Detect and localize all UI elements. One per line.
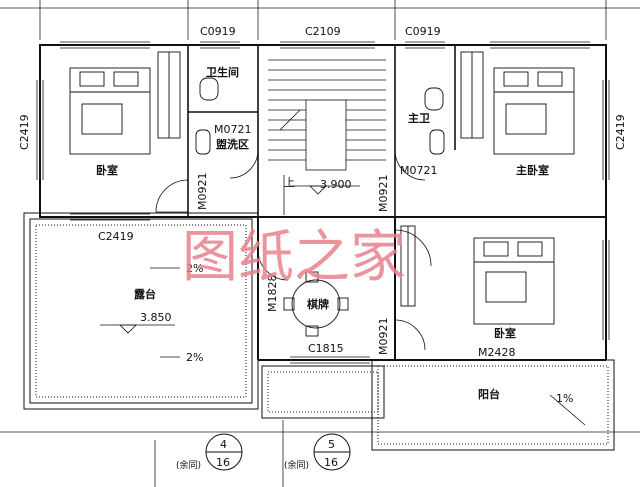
- axis-5-sheet: 16: [324, 456, 338, 469]
- door-wc-right: M0721: [400, 164, 438, 177]
- window-top-mid: C2109: [305, 25, 341, 38]
- bed-lower: [473, 237, 555, 325]
- axis-5-number: 5: [328, 438, 335, 451]
- room-bedroom-left: 卧室: [96, 163, 118, 177]
- slope-terrace-bottom: 2%: [186, 351, 203, 364]
- sink-right: [429, 129, 445, 155]
- room-bedroom-lower: 卧室: [494, 326, 516, 340]
- window-left-lower: C2419: [98, 230, 134, 243]
- staircase: [268, 59, 386, 215]
- axis-5-note: (余同): [284, 459, 309, 471]
- bed-master: [493, 67, 575, 155]
- room-mahjong: 棋牌: [306, 297, 329, 311]
- watermark-text: 图纸之家: [182, 225, 406, 290]
- level-markers: [100, 185, 586, 426]
- axis-bubbles: [205, 433, 351, 471]
- mahjong-table: [291, 279, 341, 329]
- stair-up-mark: 上: [284, 176, 295, 189]
- window-top-right: C0919: [405, 25, 441, 38]
- toilet-left: [199, 77, 219, 101]
- room-washroom: 盥洗区: [216, 137, 249, 151]
- door-balcony: M2428: [478, 346, 516, 359]
- room-master-bedroom: 主卧室: [516, 163, 549, 177]
- slope-terrace-top: 2%: [186, 262, 203, 275]
- bed-left: [69, 67, 151, 155]
- window-right-side: C2419: [614, 114, 627, 150]
- axis-4-number: 4: [220, 438, 227, 451]
- sink-left: [195, 129, 211, 155]
- door-wc-left: M0721: [214, 123, 252, 136]
- room-balcony: 阳台: [478, 387, 500, 401]
- axis-4-sheet: 16: [216, 456, 230, 469]
- slope-balcony: 1%: [556, 392, 573, 405]
- balcony-parapet: [261, 359, 615, 451]
- door-stair-right: M0921: [377, 175, 390, 213]
- room-bathroom: 卫生间: [206, 65, 239, 79]
- door-bed-lower: M0921: [377, 318, 390, 356]
- level-stair: 3.900: [320, 178, 352, 191]
- window-top-left: C0919: [200, 25, 236, 38]
- room-terrace: 露台: [134, 287, 156, 301]
- window-left-side: C2419: [18, 114, 31, 150]
- toilet-right: [424, 87, 444, 111]
- room-master-bath: 主卫: [408, 111, 430, 125]
- window-bottom-mid: C1815: [308, 342, 344, 355]
- furniture: [69, 51, 575, 337]
- axis-4-note: (余同): [176, 459, 201, 471]
- door-bed-left: M0921: [196, 173, 209, 211]
- door-mahjong: M1828: [266, 275, 279, 313]
- terrace-parapet: [23, 212, 259, 410]
- level-terrace: 3.850: [140, 311, 172, 324]
- window-marks: [36, 41, 610, 364]
